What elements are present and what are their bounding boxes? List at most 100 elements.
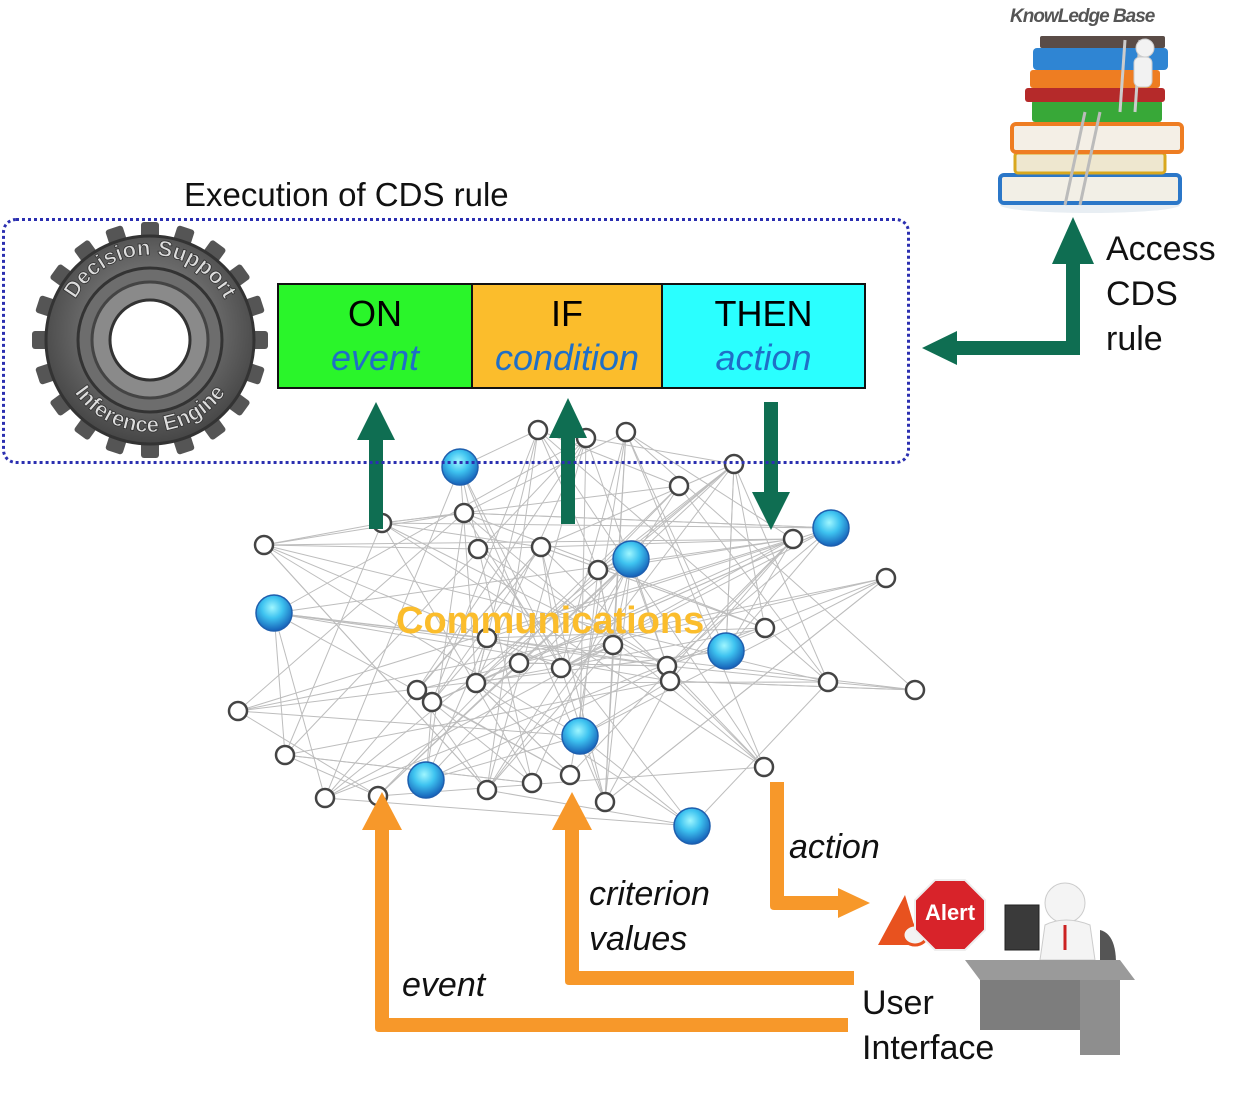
network-edge — [273, 612, 286, 756]
gear-ring — [108, 298, 192, 382]
action-down-arrow — [752, 402, 790, 530]
network-edge — [324, 577, 887, 799]
network-hub-node — [407, 761, 445, 799]
network-edge — [381, 522, 765, 768]
network-edge — [725, 538, 794, 652]
network-node — [668, 475, 690, 497]
network-edge — [486, 527, 832, 639]
user-interface-label-2: Interface — [862, 1029, 995, 1067]
rule-on-keyword: ON — [348, 293, 402, 334]
orange-arrows — [362, 782, 870, 1032]
network-edge — [518, 662, 668, 667]
action-flow-label: action — [789, 828, 880, 866]
network-edge — [431, 546, 542, 703]
network-edge — [604, 577, 887, 803]
network-edge — [263, 544, 581, 737]
network-edge — [324, 466, 461, 799]
network-edge — [604, 644, 614, 803]
network-edge — [666, 665, 829, 683]
network-edge — [237, 538, 794, 712]
event-up-arrow — [357, 402, 395, 529]
network-node — [782, 528, 804, 550]
access-label-1: Access — [1106, 230, 1216, 268]
network-edge — [463, 512, 562, 669]
network-edge — [273, 612, 326, 799]
network-node — [723, 453, 745, 475]
network-edge — [431, 527, 832, 703]
network-edge — [486, 789, 693, 827]
network-edge — [585, 437, 735, 465]
network-node — [875, 567, 897, 589]
network-edge — [540, 538, 794, 548]
network-edge — [579, 735, 693, 827]
network-node — [594, 791, 616, 813]
network-node — [559, 764, 581, 786]
network-edge — [733, 463, 766, 629]
network-edge — [263, 544, 488, 791]
access-label-2: CDS — [1106, 275, 1178, 313]
network-edge — [625, 431, 727, 652]
network-node — [615, 421, 637, 443]
diagram-title: Execution of CDS rule — [184, 176, 509, 213]
network-edge — [625, 431, 794, 540]
network-hub-node — [612, 540, 650, 578]
rule-on-term: event — [330, 337, 420, 378]
network-edge — [263, 538, 794, 546]
network-edge — [263, 544, 562, 669]
network-edge — [477, 546, 542, 550]
rule-if-keyword: IF — [551, 293, 583, 334]
rule-cell-on: ON event — [279, 285, 473, 387]
network-hub-node — [707, 632, 745, 670]
execution-boundary — [2, 218, 910, 464]
network-nodes — [227, 419, 926, 845]
knowledge-base-books-icon — [998, 36, 1184, 213]
network-edge — [273, 437, 587, 614]
network-edge — [475, 485, 680, 684]
network-edge — [540, 546, 606, 803]
rule-cell-then: THEN action — [663, 285, 864, 387]
network-edge — [431, 538, 794, 703]
network-edge — [540, 546, 562, 669]
network-edge — [237, 512, 465, 712]
network-edge — [425, 665, 668, 781]
network-edge — [431, 701, 533, 784]
network-node — [817, 671, 839, 693]
network-node — [602, 634, 624, 656]
network-node — [508, 652, 530, 674]
criterion-label-1: criterion — [589, 875, 710, 913]
network-edge — [324, 546, 542, 799]
network-edge — [284, 754, 533, 784]
network-node — [530, 536, 552, 558]
network-edge — [463, 512, 766, 629]
network-edge — [540, 546, 765, 768]
network-edge — [597, 569, 614, 646]
network-edge — [560, 538, 794, 669]
network-node — [467, 538, 489, 560]
network-hub-node — [673, 807, 711, 845]
user-interface-label-1: User — [862, 984, 934, 1022]
network-edge — [475, 682, 571, 776]
network-edge — [263, 544, 479, 550]
network-edge — [273, 612, 488, 639]
network-node — [227, 700, 249, 722]
action-flow-arrow — [770, 782, 870, 918]
network-edge — [475, 681, 829, 684]
network-hub-node — [561, 717, 599, 755]
network-node — [253, 534, 275, 556]
network-node — [314, 787, 336, 809]
network-node — [527, 419, 549, 441]
network-edge — [725, 463, 735, 652]
network-edge — [630, 558, 668, 667]
network-node — [421, 691, 443, 713]
network-edge — [425, 637, 488, 781]
network-edge — [625, 431, 765, 768]
network-edge — [475, 682, 693, 827]
network-node — [659, 670, 681, 692]
knowledge-base-title: KnowLedge Base — [1010, 6, 1155, 27]
network-node — [406, 679, 428, 701]
network-edge — [284, 680, 671, 756]
network-edge — [263, 522, 383, 546]
condition-up-arrow — [549, 398, 587, 524]
network-edge — [273, 538, 794, 614]
network-hub-node — [441, 448, 479, 486]
